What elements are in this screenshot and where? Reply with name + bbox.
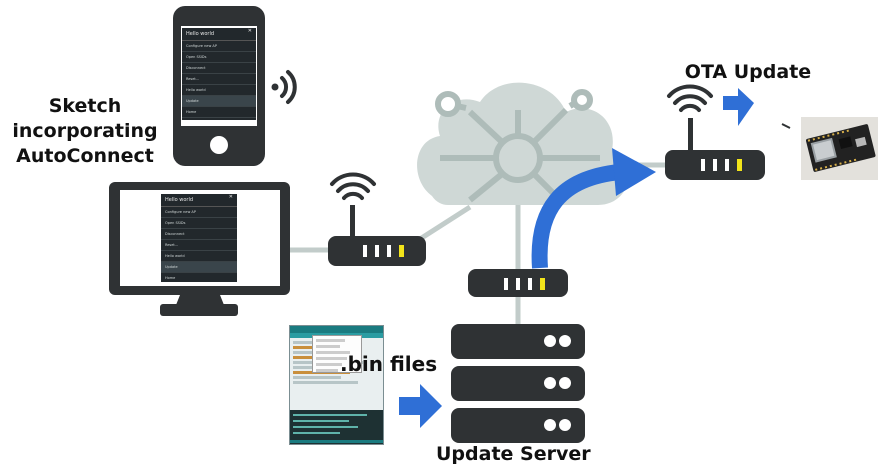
server-rack-icon <box>451 324 585 443</box>
bin-files-label: .bin files <box>340 352 438 376</box>
menu-title: Hello world✕ <box>161 194 237 207</box>
monitor-screen-menu: Hello world✕ Configure new AP Open SSIDs… <box>161 194 237 282</box>
arrow-icon <box>723 88 791 129</box>
close-icon[interactable]: ✕ <box>228 194 233 200</box>
menu-item[interactable]: Update <box>182 96 256 107</box>
sketch-label-line: AutoConnect <box>16 145 154 167</box>
menu-title: Hello world✕ <box>182 28 256 41</box>
menu-item[interactable]: Configure new AP <box>182 41 256 52</box>
menu-item[interactable]: Hello world <box>182 85 256 96</box>
menu-item[interactable]: Home <box>182 107 256 118</box>
menu-item[interactable]: Open SSIDs <box>161 218 237 229</box>
menu-item[interactable]: Disconnect <box>182 63 256 74</box>
update-server-label: Update Server <box>436 443 591 465</box>
router-icon <box>328 205 426 266</box>
esp8266-board-photo <box>801 117 878 180</box>
router-icon <box>665 118 765 180</box>
router-icon <box>468 269 568 297</box>
menu-item[interactable]: Open SSIDs <box>182 52 256 63</box>
ota-update-label: OTA Update <box>684 61 812 83</box>
menu-item[interactable]: Configure new AP <box>161 207 237 218</box>
sketch-label-line: incorporating <box>12 120 158 142</box>
menu-item[interactable]: Home <box>161 273 237 282</box>
close-icon[interactable]: ✕ <box>247 28 252 34</box>
sketch-label-line: Sketch <box>48 95 122 117</box>
cloud-network-icon <box>417 82 629 205</box>
phone-screen-menu: Hello world✕ Configure new AP Open SSIDs… <box>182 28 256 120</box>
arrow-icon <box>399 384 442 428</box>
menu-item[interactable]: Disconnect <box>161 229 237 240</box>
sketch-label: Sketch incorporating AutoConnect <box>0 94 170 169</box>
wifi-signal-icon <box>271 70 297 104</box>
menu-item[interactable]: Reset... <box>161 240 237 251</box>
arduino-ide-screenshot <box>289 325 384 445</box>
menu-item[interactable]: Update <box>161 262 237 273</box>
wifi-signal-icon <box>667 84 713 112</box>
arrow-icon <box>531 148 656 269</box>
menu-item[interactable]: Reset... <box>182 74 256 85</box>
wifi-signal-icon <box>330 172 376 200</box>
menu-item[interactable]: Hello world <box>161 251 237 262</box>
